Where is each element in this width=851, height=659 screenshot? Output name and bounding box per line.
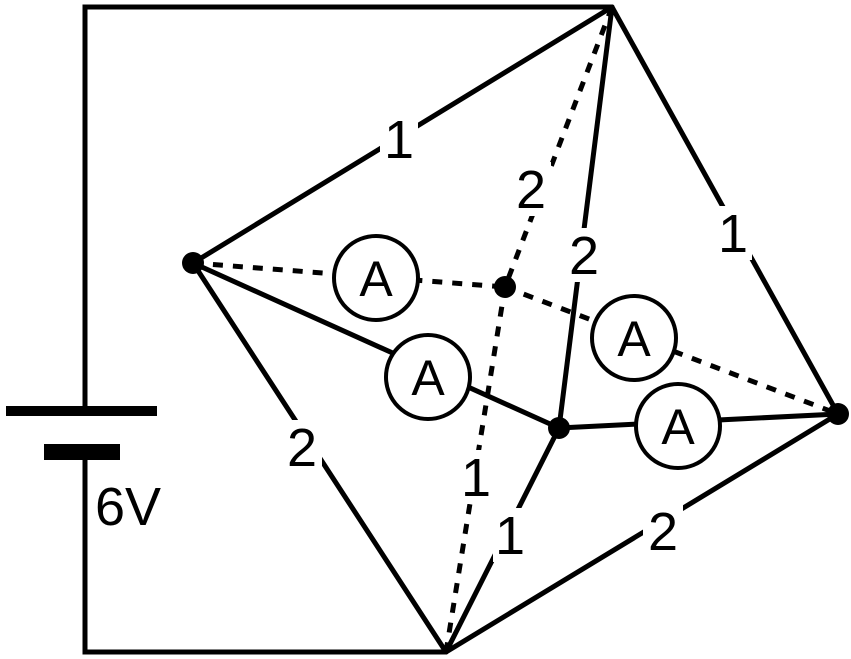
- ammeter-label: A: [661, 399, 695, 455]
- node-center: [494, 276, 516, 298]
- ammeter-left-center: A: [332, 234, 420, 322]
- svg-text:2: 2: [287, 418, 317, 478]
- resistance-label-bottom-right: 2: [643, 502, 683, 562]
- wire-left-to-junction: [190, 260, 562, 431]
- wire-left-to-center-dotted: [192, 260, 506, 290]
- resistance-label-left-lower: 2: [282, 418, 322, 478]
- svg-text:1: 1: [461, 448, 491, 508]
- resistance-label-top-center: 2: [511, 160, 551, 220]
- ammeter-center-right: A: [590, 294, 678, 382]
- wire-top-to-junction: [556, 4, 615, 431]
- svg-text:2: 2: [569, 226, 599, 286]
- wire-battery-bottom: [82, 452, 449, 655]
- ammeter-left-junction: A: [384, 333, 472, 421]
- resistance-label-bottom-center: 1: [459, 448, 493, 508]
- node-left: [182, 252, 204, 274]
- wire-top-to-center-dotted: [502, 6, 615, 288]
- svg-text:1: 1: [495, 506, 525, 566]
- resistance-label-bottom-junction: 1: [493, 506, 527, 566]
- svg-text:1: 1: [718, 204, 748, 264]
- resistance-label-top-left: 1: [380, 110, 418, 170]
- ammeter-label: A: [411, 350, 445, 406]
- battery-voltage-label: 6V: [95, 477, 161, 537]
- node-junction: [548, 417, 570, 439]
- ammeter-junction-right: A: [634, 382, 722, 470]
- resistance-label-top-junction: 2: [564, 226, 604, 286]
- svg-text:2: 2: [648, 502, 678, 562]
- resistance-label-top-right: 1: [714, 204, 752, 264]
- wire-bottom-to-right: [443, 411, 841, 655]
- battery-positive-plate: [6, 406, 157, 416]
- svg-text:2: 2: [516, 160, 546, 220]
- wire-battery-top: [82, 4, 615, 411]
- ammeter-label: A: [359, 251, 393, 307]
- node-right: [827, 403, 849, 425]
- svg-text:1: 1: [384, 110, 414, 170]
- battery-negative-plate: [44, 444, 120, 460]
- ammeter-label: A: [617, 311, 651, 367]
